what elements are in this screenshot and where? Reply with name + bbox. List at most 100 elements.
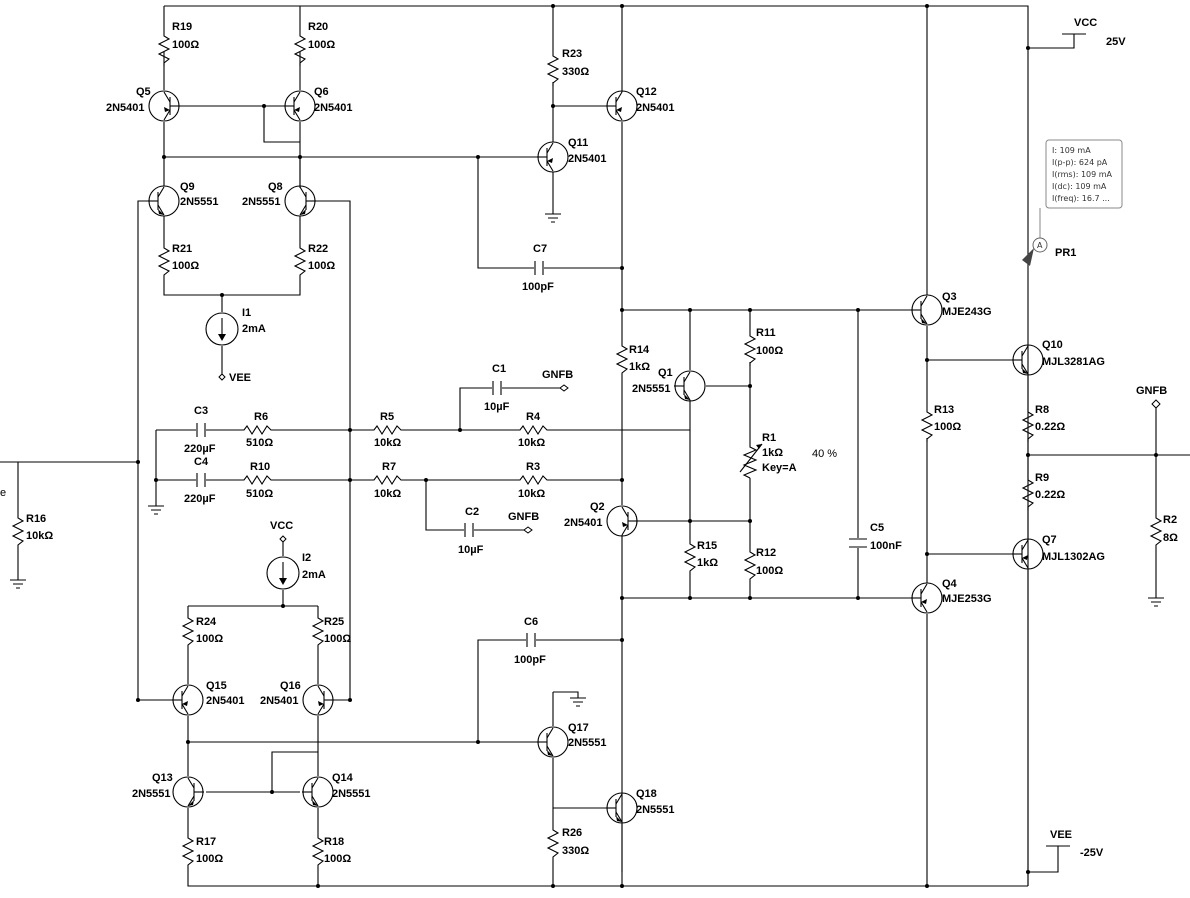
resistor-value: 8Ω — [1163, 532, 1178, 544]
resistor-name: R6 — [254, 411, 268, 423]
resistor-r8[interactable]: R80.22Ω — [1021, 404, 1065, 442]
resistor-body — [743, 332, 757, 366]
resistor-body — [370, 474, 406, 486]
current-probe-pr1[interactable]: I: 109 mA I(p-p): 624 pA I(rms): 109 mA … — [1022, 139, 1123, 266]
transistor-name: Q12 — [636, 86, 657, 98]
transistor-name: Q6 — [314, 86, 329, 98]
transistor-part: 2N5401 — [260, 695, 299, 707]
emitter-arrow-icon — [1022, 368, 1028, 374]
resistor-r9[interactable]: R90.22Ω — [1021, 472, 1065, 510]
resistor-name: R26 — [562, 827, 582, 839]
emitter-arrow-icon — [547, 158, 553, 163]
resistor-name: R24 — [196, 616, 217, 628]
resistor-body — [683, 540, 697, 574]
vee-supply: VEE -25V — [1046, 829, 1104, 859]
resistor-body — [157, 32, 171, 66]
vee-label: VEE — [1050, 829, 1072, 841]
transistor-name: Q1 — [658, 367, 673, 379]
resistor-value: 510Ω — [246, 488, 273, 500]
vcc-supply: VCC 25V — [1062, 17, 1126, 48]
probe-name: PR1 — [1055, 247, 1076, 259]
resistor-body — [240, 474, 276, 486]
ground-symbols — [10, 213, 1164, 707]
resistor-body — [370, 424, 406, 436]
current-source-i2[interactable]: I2 2mA VCC — [266, 520, 326, 590]
resistor-body — [615, 342, 629, 376]
resistor-value: 100Ω — [196, 853, 223, 865]
transistor-part: 2N5401 — [568, 153, 607, 165]
resistor-r10[interactable]: R10 510Ω — [240, 461, 276, 500]
r1-name: R1 — [762, 432, 776, 444]
resistor-r17[interactable]: R17 100Ω — [181, 834, 223, 868]
resistor-name: R20 — [308, 21, 328, 33]
capacitor-value: 10µF — [458, 544, 484, 556]
resistor-body — [1021, 476, 1035, 510]
emitter-arrow-icon — [318, 701, 324, 706]
capacitor-value: 220µF — [184, 443, 216, 455]
current-source-i1[interactable]: I1 2mA VEE — [205, 307, 266, 384]
capacitor-value: 100nF — [870, 540, 902, 552]
transistor-name: Q14 — [332, 772, 354, 784]
resistor-body — [311, 614, 325, 648]
resistor-value: 100Ω — [756, 345, 783, 357]
resistor-name: R11 — [756, 327, 776, 339]
potentiometer-r1[interactable]: R1 1kΩ Key=A 40 % — [739, 432, 837, 479]
resistor-name: R4 — [526, 411, 541, 423]
transistor-part: MJE253G — [942, 593, 992, 605]
transistor-part: MJL3281AG — [1042, 356, 1105, 368]
resistor-name: R13 — [934, 404, 954, 416]
r1-percent: 40 % — [812, 448, 837, 460]
resistor-r11[interactable]: R11 100Ω — [743, 327, 783, 366]
probe-line-5: I(freq): 16.7 ... — [1052, 194, 1110, 203]
resistor-value: 100Ω — [756, 565, 783, 577]
resistor-name: R17 — [196, 836, 216, 848]
resistor-name: R10 — [250, 461, 270, 473]
